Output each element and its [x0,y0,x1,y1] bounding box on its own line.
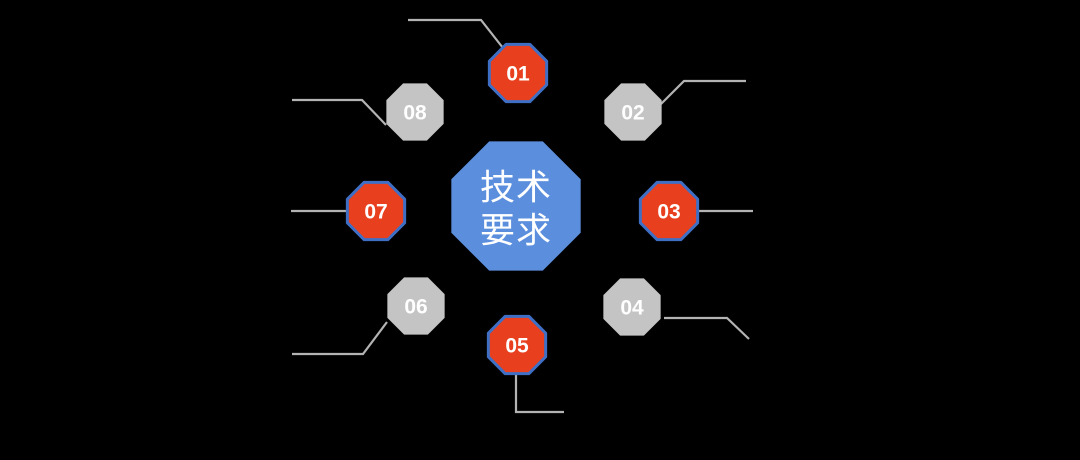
satellite-nodes-group: 01 02 03 04 05 06 07 08 [345,42,700,376]
node-label-05: 05 [505,335,529,358]
leader-lines-group [291,18,753,414]
node-08[interactable]: 08 [386,83,444,141]
leader-line-08 [292,98,387,126]
node-octagon-01[interactable] [487,42,549,104]
node-07[interactable]: 07 [345,180,407,242]
node-01[interactable]: 01 [487,42,549,104]
node-octagon-08[interactable] [386,83,444,141]
node-octagon-03[interactable] [638,180,700,242]
node-label-07: 07 [364,201,387,224]
leader-line-06 [292,321,388,356]
hub-label-line-1: 技术 [480,169,552,208]
leader-line-04 [664,316,750,340]
node-octagon-05[interactable] [486,314,548,376]
node-label-03: 03 [657,201,680,224]
node-label-02: 02 [621,102,644,125]
node-04[interactable]: 04 [603,278,661,336]
node-octagon-07[interactable] [345,180,407,242]
node-05[interactable]: 05 [486,314,548,376]
node-03[interactable]: 03 [638,180,700,242]
leader-line-01 [408,18,504,49]
node-octagon-04[interactable] [603,278,661,336]
hub-label-line-2: 要求 [480,212,552,251]
node-label-04: 04 [620,297,644,320]
leader-line-05 [514,372,564,414]
node-label-06: 06 [404,296,427,319]
node-octagon-06[interactable] [387,277,445,335]
node-label-01: 01 [506,63,530,86]
node-octagon-02[interactable] [604,83,662,141]
hub-octagon[interactable] [451,141,581,271]
node-06[interactable]: 06 [387,277,445,335]
node-02[interactable]: 02 [604,83,662,141]
node-label-08: 08 [403,102,427,125]
leader-line-02 [660,79,746,105]
